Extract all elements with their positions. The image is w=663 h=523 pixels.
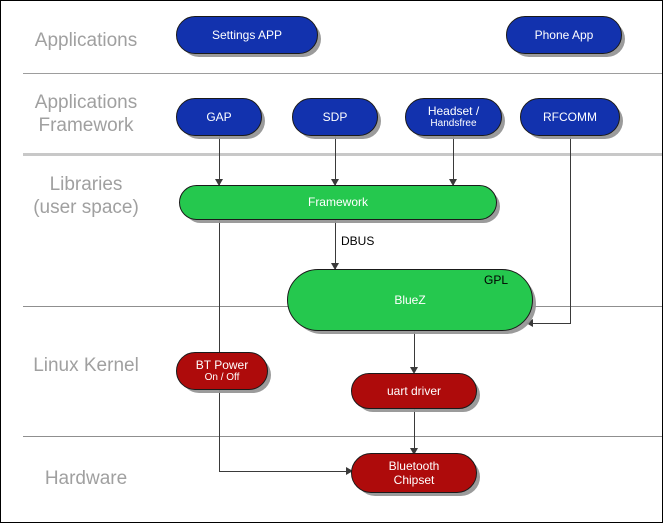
edge-bluez-to-uart-line xyxy=(414,331,415,371)
edge-sdp-to-framework-line xyxy=(335,136,336,185)
node-sdp-label: SDP xyxy=(322,109,348,124)
node-sdp[interactable]: SDP xyxy=(292,98,378,136)
divider-applications xyxy=(23,73,662,74)
edge-rfcomm-to-bluez-arrow xyxy=(526,319,533,327)
node-framework[interactable]: Framework xyxy=(179,185,497,220)
node-framework-label: Framework xyxy=(307,195,368,209)
edge-gap-to-framework-arrow xyxy=(215,179,223,186)
node-rfcomm-label: RFCOMM xyxy=(543,109,597,124)
layer-label-linux-kernel: Linux Kernel xyxy=(33,355,139,376)
badge-gpl: GPL xyxy=(484,273,509,287)
edge-framework-to-bluez-line xyxy=(335,219,336,269)
edge-label-dbus: DBUS xyxy=(341,234,375,248)
edge-btpower-to-chipset-arrow xyxy=(346,467,353,475)
layer-label-hardware: Hardware xyxy=(44,468,128,489)
layer-label-applications-framework: Applications Framework xyxy=(34,92,138,136)
node-phone-app-label: Phone App xyxy=(534,27,594,42)
node-bluez-label: BlueZ xyxy=(394,292,426,307)
node-bluetooth-chipset[interactable]: Bluetooth Chipset xyxy=(351,453,477,493)
node-bluez[interactable]: BlueZ xyxy=(287,269,533,331)
edge-rfcomm-to-bluez-vline xyxy=(570,136,571,324)
edge-uart-to-chipset-arrow xyxy=(410,448,418,455)
divider-linux-kernel xyxy=(23,436,662,437)
edge-sdp-to-framework-arrow xyxy=(331,179,339,186)
node-settings-app-label: Settings APP xyxy=(211,27,283,42)
divider-applications-framework xyxy=(23,153,662,156)
edge-headset-to-framework-line xyxy=(453,136,454,185)
node-rfcomm[interactable]: RFCOMM xyxy=(520,98,620,136)
node-bt-power[interactable]: BT Power On / Off xyxy=(176,352,268,390)
node-bt-power-sublabel: On / Off xyxy=(204,371,240,383)
edge-btpower-to-chipset-hline xyxy=(219,471,352,472)
node-headset-handsfree-label: Headset / xyxy=(427,103,480,118)
node-bt-power-label: BT Power xyxy=(195,357,249,372)
node-headset-handsfree[interactable]: Headset / Handsfree xyxy=(405,98,502,136)
node-phone-app[interactable]: Phone App xyxy=(506,16,622,54)
edge-bluez-to-uart-arrow xyxy=(410,367,418,374)
edge-gap-to-framework-line xyxy=(219,136,220,185)
node-bluetooth-chipset-sublabel: Chipset xyxy=(393,472,435,487)
layer-label-libraries: Libraries (user space) xyxy=(33,174,139,218)
node-uart-driver[interactable]: uart driver xyxy=(351,373,477,409)
edge-btpower-to-chipset-vline xyxy=(219,219,220,471)
node-gap[interactable]: GAP xyxy=(176,98,262,136)
node-settings-app[interactable]: Settings APP xyxy=(176,16,318,54)
edge-headset-to-framework-arrow xyxy=(449,179,457,186)
edge-rfcomm-to-bluez-hline xyxy=(533,323,571,324)
node-bluetooth-chipset-label: Bluetooth xyxy=(388,458,440,473)
edge-framework-to-bluez-arrow xyxy=(331,263,339,270)
node-gap-label: GAP xyxy=(206,109,232,124)
layer-label-applications: Applications xyxy=(34,30,138,51)
edge-uart-to-chipset-line xyxy=(414,409,415,451)
node-uart-driver-label: uart driver xyxy=(386,383,442,398)
node-headset-handsfree-sublabel: Handsfree xyxy=(430,117,477,129)
